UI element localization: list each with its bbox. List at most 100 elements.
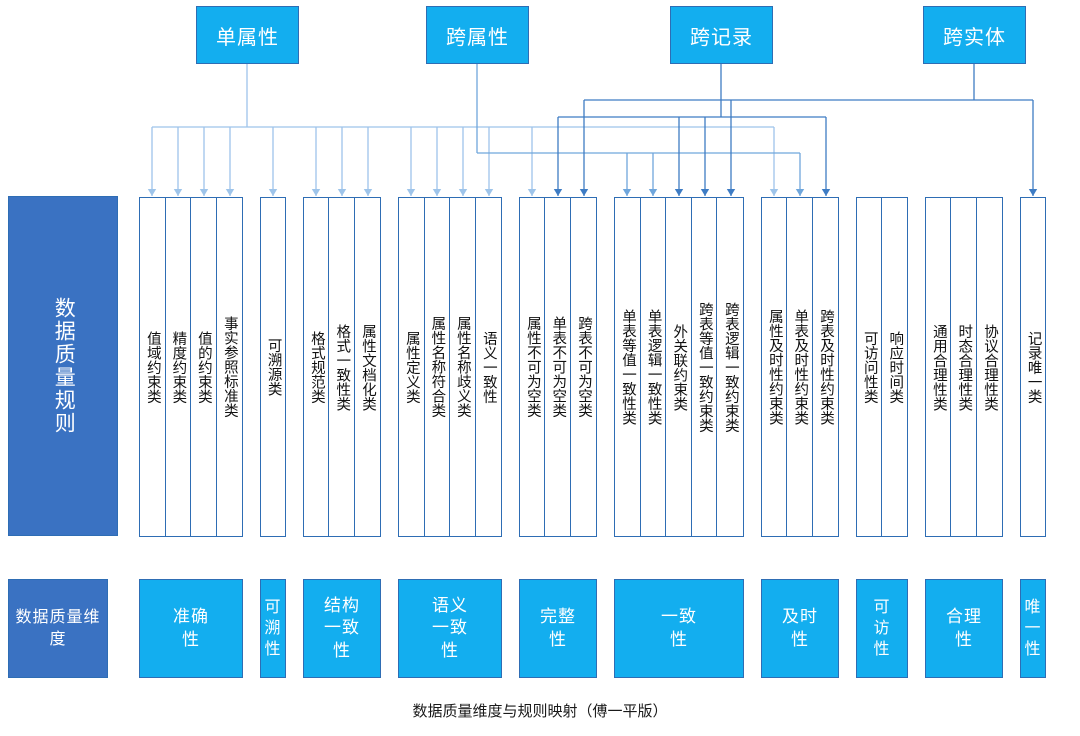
dimension-box-timeliness[interactable]: 及时性 [761,579,839,678]
rule-cell[interactable]: 跨表不可为空类 [570,198,596,536]
source-label: 跨实体 [943,26,1006,49]
source-label: 跨记录 [690,26,753,49]
rule-label: 单表及时性约束类 [792,309,809,425]
dimension-box-completeness[interactable]: 完整性 [519,579,597,678]
dimension-box-uniqueness[interactable]: 唯一性 [1020,579,1046,678]
source-box-single-attribute[interactable]: 单属性 [196,6,299,64]
dimension-label: 唯一性 [1024,598,1042,659]
rule-label: 可溯源类 [265,338,282,396]
rule-label: 响应时间类 [887,330,904,404]
rule-label: 时态合理性类 [956,323,973,411]
rule-cell[interactable]: 单表不可为空类 [545,198,571,536]
dimension-label: 合理性 [946,607,982,649]
rule-cell[interactable]: 属性名称符合类 [424,198,450,536]
source-box-cross-attribute[interactable]: 跨属性 [426,6,529,64]
rule-label: 跨表等值一致约束类 [696,301,713,433]
dimension-label: 可溯性 [264,598,282,659]
rule-label: 外关联约束类 [671,323,688,411]
dimension-box-accessibility[interactable]: 可访性 [856,579,908,678]
rule-label: 值域约束类 [144,330,161,404]
rule-label: 属性及时性约束类 [766,309,783,425]
rule-group-structural-consistency: 格式规范类格式一致性类属性文档化类 [303,197,381,537]
dimension-label: 完整性 [540,607,576,649]
rule-label: 跨表逻辑一致约束类 [722,301,739,433]
dimension-label: 结构一致性 [324,595,360,660]
rule-label: 单表逻辑一致性类 [645,309,662,425]
rule-label: 精度约束类 [170,330,187,404]
rule-cell[interactable]: 事实参照标准类 [216,198,242,536]
rule-cell[interactable]: 跨表逻辑一致约束类 [717,198,744,536]
rule-cell[interactable]: 可访问性类 [857,198,883,536]
rule-cell[interactable]: 属性文档化类 [354,198,380,536]
rule-label: 跨表不可为空类 [576,316,593,418]
rule-cell[interactable]: 外关联约束类 [666,198,692,536]
rule-label: 属性不可为空类 [524,316,541,418]
dimension-box-traceability[interactable]: 可溯性 [260,579,286,678]
left-label-dimensions-text: 数据质量维度 [15,608,101,648]
dimension-label: 一致性 [661,607,697,649]
rule-group-uniqueness: 记录唯一类 [1020,197,1046,537]
rule-label: 单表不可为空类 [550,316,567,418]
rule-label: 属性名称符合类 [429,316,446,418]
rule-label: 属性名称歧义类 [454,316,471,418]
dimension-box-reasonableness[interactable]: 合理性 [925,579,1003,678]
rule-cell[interactable]: 值域约束类 [140,198,166,536]
rule-label: 值的约束类 [195,330,212,404]
rule-cell[interactable]: 跨表及时性约束类 [812,198,838,536]
rule-label: 属性定义类 [403,330,420,404]
rule-label: 语义一致性 [480,330,497,404]
dimension-box-consistency[interactable]: 一致性 [614,579,744,678]
rule-cell[interactable]: 协议合理性类 [976,198,1002,536]
source-label: 跨属性 [446,26,509,49]
rule-label: 事实参照标准类 [221,316,238,418]
rule-group-accessibility: 可访问性类响应时间类 [856,197,908,537]
dimension-box-structural-consistency[interactable]: 结构一致性 [303,579,381,678]
dimension-box-accuracy[interactable]: 准确性 [139,579,243,678]
diagram-caption: 数据质量维度与规则映射（傅一平版） [412,703,668,720]
rule-cell[interactable]: 值的约束类 [191,198,217,536]
rule-cell[interactable]: 单表及时性约束类 [787,198,813,536]
rule-label: 记录唯一类 [1025,330,1042,404]
rule-cell[interactable]: 跨表等值一致约束类 [691,198,718,536]
source-label: 单属性 [216,26,279,49]
rule-label: 跨表及时性约束类 [818,309,835,425]
rule-group-reasonableness: 通用合理性类时态合理性类协议合理性类 [925,197,1003,537]
source-box-cross-entity[interactable]: 跨实体 [923,6,1026,64]
rule-cell[interactable]: 格式一致性类 [329,198,355,536]
rule-cell[interactable]: 可溯源类 [261,198,285,536]
left-label-data-quality-rules: 数据质量规则 [8,196,118,536]
rule-cell[interactable]: 属性不可为空类 [520,198,546,536]
rule-cell[interactable]: 响应时间类 [882,198,907,536]
source-box-cross-record[interactable]: 跨记录 [670,6,773,64]
rule-cell[interactable]: 时态合理性类 [951,198,977,536]
rule-label: 可访问性类 [861,330,878,404]
rule-label: 单表等值一致性类 [619,309,636,425]
dimension-label: 语义一致性 [432,595,468,660]
rule-cell[interactable]: 属性定义类 [399,198,425,536]
rule-cell[interactable]: 通用合理性类 [926,198,952,536]
rule-cell[interactable]: 属性名称歧义类 [450,198,476,536]
dimension-label: 准确性 [173,607,209,649]
rule-label: 协议合理性类 [982,323,999,411]
rule-label: 属性文档化类 [360,323,377,411]
rule-cell[interactable]: 记录唯一类 [1021,198,1045,536]
dimension-box-semantic-consistency[interactable]: 语义一致性 [398,579,502,678]
rule-label: 通用合理性类 [930,323,947,411]
rule-cell[interactable]: 单表逻辑一致性类 [640,198,667,536]
rule-group-semantic-consistency: 属性定义类属性名称符合类属性名称歧义类语义一致性 [398,197,502,537]
left-label-rules-text: 数据质量规则 [52,297,76,435]
rule-cell[interactable]: 格式规范类 [304,198,330,536]
rule-cell[interactable]: 精度约束类 [165,198,191,536]
rule-cell[interactable]: 单表等值一致性类 [615,198,641,536]
rule-label: 格式规范类 [308,330,325,404]
rule-group-timeliness: 属性及时性约束类单表及时性约束类跨表及时性约束类 [761,197,839,537]
dimension-label: 及时性 [782,607,818,649]
rule-cell[interactable]: 属性及时性约束类 [762,198,788,536]
rule-cell[interactable]: 语义一致性 [475,198,501,536]
rule-label: 格式一致性类 [334,323,351,411]
left-label-data-quality-dimensions: 数据质量维度 [8,579,108,678]
rule-group-completeness: 属性不可为空类单表不可为空类跨表不可为空类 [519,197,597,537]
rule-group-consistency: 单表等值一致性类单表逻辑一致性类外关联约束类跨表等值一致约束类跨表逻辑一致约束类 [614,197,744,537]
rule-group-accuracy: 值域约束类精度约束类值的约束类事实参照标准类 [139,197,243,537]
